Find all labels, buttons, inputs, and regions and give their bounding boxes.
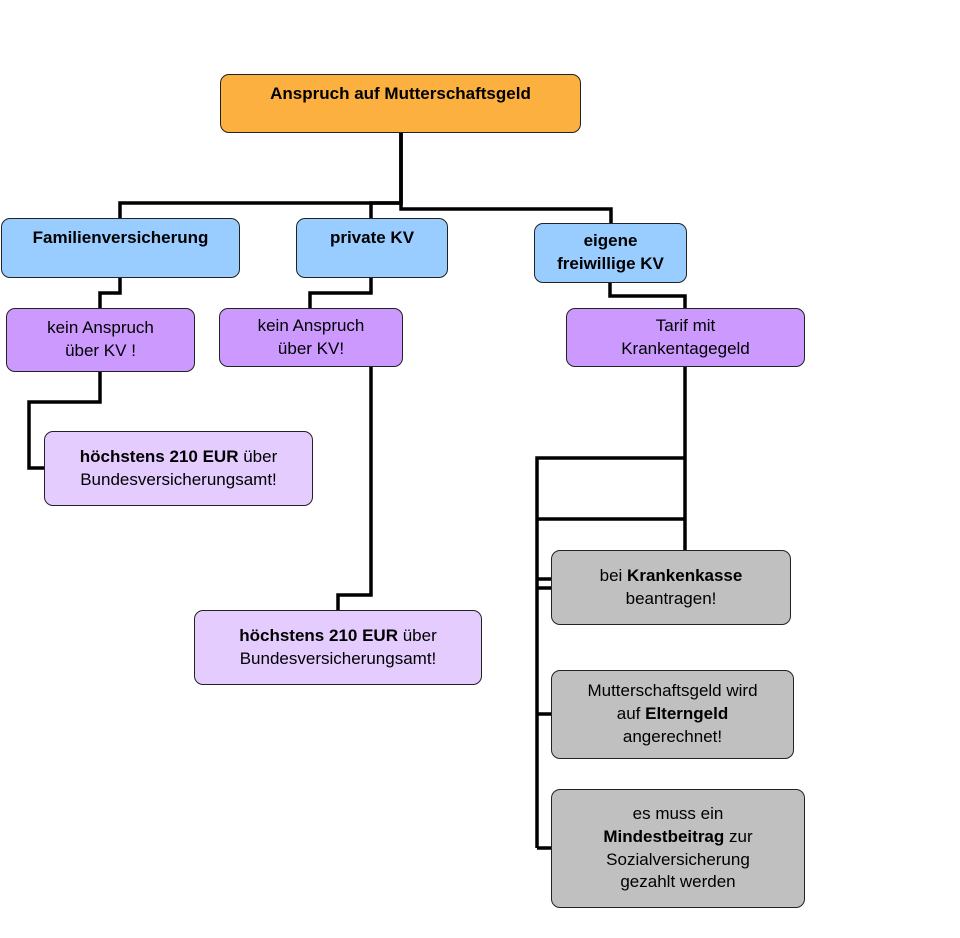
kasse-bold: Krankenkasse [627,565,743,585]
elterngeld-pre: auf [616,704,646,724]
mindest-bold: Mindestbeitrag [603,826,725,846]
node-familie-hoechstens: höchstens 210 EUR über Bundesversicherun… [44,431,313,506]
familie-amount-line-1: höchstens 210 EUR über [80,446,277,469]
tarif-line-2: Krankentagegeld [621,338,750,358]
connector-trunk-upper [535,456,685,848]
mindest-line-2: Mindestbeitrag zur [603,826,752,849]
mindest-post: zur [724,826,753,846]
private-kv-label: private KV [329,228,415,247]
privat-claim-line-2: über KV! [277,338,345,358]
familie-amount-bold: höchstens 210 EUR [79,446,239,466]
privat-amount-line-2: Bundesversicherungsamt! [239,648,437,668]
connector-eigene-tarif [608,283,687,308]
familienversicherung-label: Familienversicherung [32,228,209,247]
eigene-kv-label-2: freiwillige KV [557,254,664,273]
familie-amount-rest: über [238,446,278,466]
node-familienversicherung: Familienversicherung [1,218,240,278]
tarif-line-1: Tarif mit [655,315,716,335]
familie-amount-line-2: Bundesversicherungsamt! [80,469,277,489]
node-mindestbeitrag: es muss ein Mindestbeitrag zur Sozialver… [551,789,805,908]
connector-privat-claim [308,278,373,308]
connector-familie-leaf [27,372,102,470]
elterngeld-line-2: auf Elterngeld [617,703,728,726]
root-label: Anspruch auf Mutterschaftsgeld [270,84,531,103]
elterngeld-line-3: angerechnet! [622,726,723,746]
privat-amount-rest: über [397,625,437,645]
elterngeld-bold: Elterngeld [645,704,729,724]
familie-claim-line-1: kein Anspruch [47,318,154,338]
node-privat-kein-anspruch: kein Anspruch über KV! [219,308,403,367]
node-familie-kein-anspruch: kein Anspruch über KV ! [6,308,195,372]
connector-root-eigene [399,133,613,224]
elterngeld-line-1: Mutterschaftsgeld wird [587,681,758,701]
privat-claim-line-1: kein Anspruch [257,315,365,335]
privat-amount-bold: höchstens 210 EUR [239,625,398,645]
mindest-line-4: gezahlt werden [620,872,736,892]
kasse-line-2: beantragen! [625,588,717,608]
familie-claim-line-2: über KV ! [65,341,136,360]
kasse-pre: bei [599,565,628,585]
node-privat-hoechstens: höchstens 210 EUR über Bundesversicherun… [194,610,482,685]
connector-familie-claim [98,278,122,308]
node-krankenkasse-beantragen: bei Krankenkasse beantragen! [551,550,791,625]
node-tarif-krankentagegeld: Tarif mit Krankentagegeld [566,308,805,367]
node-eigene-freiwillige-kv: eigene freiwillige KV [534,223,687,283]
mindest-line-1: es muss ein [632,803,724,823]
node-elterngeld-angerechnet: Mutterschaftsgeld wird auf Elterngeld an… [551,670,794,759]
kasse-line-1: bei Krankenkasse [600,565,743,588]
mindest-line-3: Sozialversicherung [606,849,750,869]
connector-root-privat [369,133,403,218]
eigene-kv-label-1: eigene [583,231,638,251]
connector-privat-leaf [336,367,373,611]
node-private-kv: private KV [296,218,448,278]
connector-root-familie [118,133,403,218]
privat-amount-line-1: höchstens 210 EUR über [239,625,436,648]
root-node: Anspruch auf Mutterschaftsgeld [220,74,581,133]
